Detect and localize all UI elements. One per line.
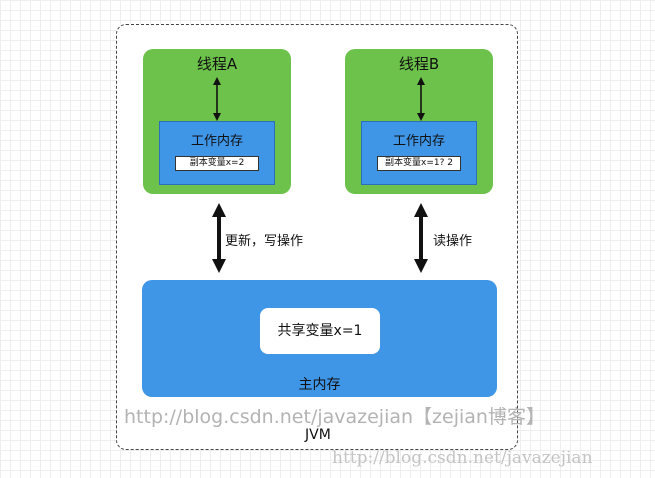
read-operation-label: 读操作: [433, 234, 473, 249]
thread-b-box: 线程B 工作内存 副本变量x=1? 2: [345, 49, 493, 194]
thread-a-copy-variable: 副本变量x=2: [175, 156, 259, 171]
thread-b-working-memory-title: 工作内存: [392, 134, 445, 149]
jvm-label: JVM: [305, 427, 331, 443]
main-memory-title: 主内存: [298, 377, 341, 393]
watermark-secondary: http://blog.csdn.net/javazejian: [332, 448, 593, 468]
thread-b-title: 线程B: [398, 55, 440, 73]
main-memory-box: 共享变量x=1 主内存: [142, 280, 497, 397]
thread-b-working-memory: 工作内存 副本变量x=1? 2: [361, 121, 477, 185]
watermark-primary: http://blog.csdn.net/javazejian【zejian博客…: [124, 406, 545, 428]
shared-variable-box: 共享变量x=1: [260, 308, 380, 354]
thread-a-working-memory: 工作内存 副本变量x=2: [159, 121, 275, 185]
thread-a-working-memory-title: 工作内存: [190, 134, 243, 149]
thread-b-copy-variable: 副本变量x=1? 2: [377, 156, 461, 171]
write-operation-label: 更新，写操作: [225, 234, 304, 249]
thread-a-box: 线程A 工作内存 副本变量x=2: [143, 49, 291, 194]
thread-a-title: 线程A: [196, 55, 238, 73]
